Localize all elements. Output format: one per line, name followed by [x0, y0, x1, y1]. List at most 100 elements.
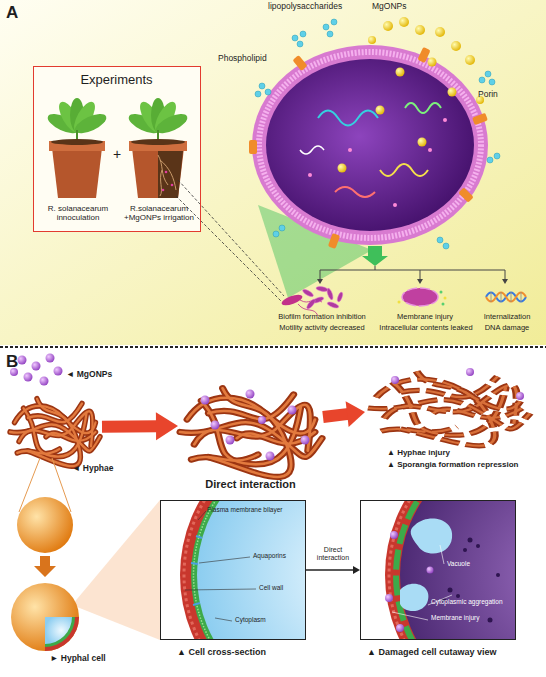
biofilm-icon	[302, 288, 315, 298]
dna-icon	[486, 292, 526, 302]
bacterial-cell	[259, 52, 481, 238]
annotation-label: MgONPs	[372, 2, 427, 12]
node-sublabel: Aquaporins	[253, 552, 305, 559]
bacterial-cell	[335, 187, 375, 197]
panel-letter: A	[6, 3, 28, 23]
nanoparticle	[24, 373, 33, 382]
membrane-injury-icon	[402, 288, 438, 306]
biofilm-icon	[305, 298, 316, 310]
cell-cross-section	[160, 500, 306, 640]
lipopolysaccharide	[255, 19, 500, 249]
arrow-shaft	[323, 414, 349, 417]
hyphal-cell-illustration	[11, 583, 79, 651]
nanoparticle	[418, 138, 427, 147]
lipopolysaccharide	[489, 79, 495, 85]
cell-cross-section	[185, 511, 256, 621]
potted-plant	[45, 98, 109, 198]
damaged-cell-cutaway	[400, 500, 516, 640]
hyphae-cluster: ▲ Hyphae injury▲ Sporangia formation rep…	[365, 362, 535, 442]
nanoparticle	[396, 68, 405, 77]
node-label: ► Hyphal cell	[50, 654, 130, 664]
magnification-cone	[72, 500, 160, 640]
cell-cross-section	[193, 603, 200, 605]
lipopolysaccharide	[437, 237, 443, 243]
damaged-cell-cutaway	[427, 567, 434, 574]
porin-protein	[249, 140, 257, 154]
damaged-cell-cutaway	[392, 545, 452, 620]
membrane-injury-icon	[442, 303, 445, 306]
nanoparticle	[448, 88, 457, 97]
dna-icon	[491, 292, 521, 302]
hyphae-tangle	[10, 399, 100, 466]
potted-plant-cutaway	[171, 184, 174, 187]
cross-section-box: VacuoleCytoplasmic aggregationMembrane i…	[360, 500, 516, 640]
nanoparticle	[201, 396, 210, 405]
potted-plant-cutaway	[126, 98, 190, 144]
lipopolysaccharide	[265, 89, 271, 95]
hyphal-cell-illustration	[45, 617, 75, 647]
nanoparticle	[40, 377, 49, 386]
cell-cross-section	[197, 500, 306, 640]
branch-arrow	[317, 279, 323, 284]
porin-protein	[458, 187, 474, 203]
nanoparticle	[32, 362, 41, 371]
node-label: Direct interaction	[178, 478, 323, 491]
nanoparticle	[376, 106, 385, 115]
damaged-cell-cutaway	[448, 588, 453, 593]
damaged-cell-cutaway	[392, 612, 428, 620]
damaged-cell-cutaway	[389, 500, 516, 640]
injured-hyphae	[368, 371, 530, 446]
arrow-head	[156, 412, 178, 440]
potted-plant-cutaway	[158, 151, 183, 198]
nanoparticle	[226, 436, 235, 445]
nanoparticle	[451, 41, 461, 51]
node-sublabel: ▲ Damaged cell cutaway view	[367, 647, 523, 657]
nanoparticle	[288, 406, 297, 415]
annotation-label: Membrane injury	[372, 313, 478, 322]
annotation-label: Intracellular contents leaked	[370, 324, 482, 333]
annotation-label: Phospholipid	[218, 54, 284, 64]
nanoparticle	[18, 356, 27, 365]
cell-cross-section	[191, 563, 198, 564]
annotation-label: Biofilm formation inhibition	[262, 313, 382, 322]
bacterial-cell	[428, 148, 432, 152]
membrane-injury-icon	[444, 297, 447, 300]
damaged-cell-cutaway	[396, 624, 404, 632]
lipopolysaccharide	[323, 24, 329, 30]
nanoparticle	[368, 36, 376, 44]
cell-cross-section	[180, 500, 306, 640]
node-sublabel: ▲ Sporangia formation repression	[387, 460, 545, 469]
nanoparticle	[266, 452, 275, 461]
lipopolysaccharide	[331, 19, 337, 25]
damaged-cell-cutaway	[468, 538, 473, 543]
cell-cross-section	[184, 500, 306, 640]
dna-icon	[486, 293, 526, 302]
potted-plant-cutaway	[126, 98, 190, 198]
lipopolysaccharide	[485, 71, 491, 77]
membrane-injury-icon	[398, 301, 401, 304]
porin-protein	[328, 233, 340, 249]
lipopolysaccharide	[273, 231, 279, 237]
nanoparticle	[258, 416, 266, 424]
bacterial-cell	[405, 103, 441, 113]
panel-background	[0, 0, 546, 345]
cross-section-box: Plasma membrane bilayerAquaporinsCell wa…	[160, 500, 306, 640]
lipopolysaccharide	[255, 91, 261, 97]
damaged-cell-cutaway	[400, 584, 428, 611]
lipopolysaccharide	[327, 31, 333, 37]
annotation-label: DNA damage	[474, 324, 540, 333]
porin-protein	[249, 47, 488, 249]
membrane-injury-icon	[398, 288, 447, 306]
bacterial-cell	[252, 45, 488, 245]
nanoparticle	[415, 25, 425, 35]
connector-arrow	[306, 566, 360, 574]
node-label: ▲ Hyphae injury	[387, 448, 545, 457]
arrow-head	[346, 401, 365, 427]
hyphal-cell: ► Hyphal cell	[10, 580, 82, 652]
potted-plant-cutaway	[131, 139, 185, 145]
biofilm-icon	[302, 286, 344, 310]
panel-letter: B	[6, 352, 28, 372]
bacterial-cell	[318, 111, 378, 126]
